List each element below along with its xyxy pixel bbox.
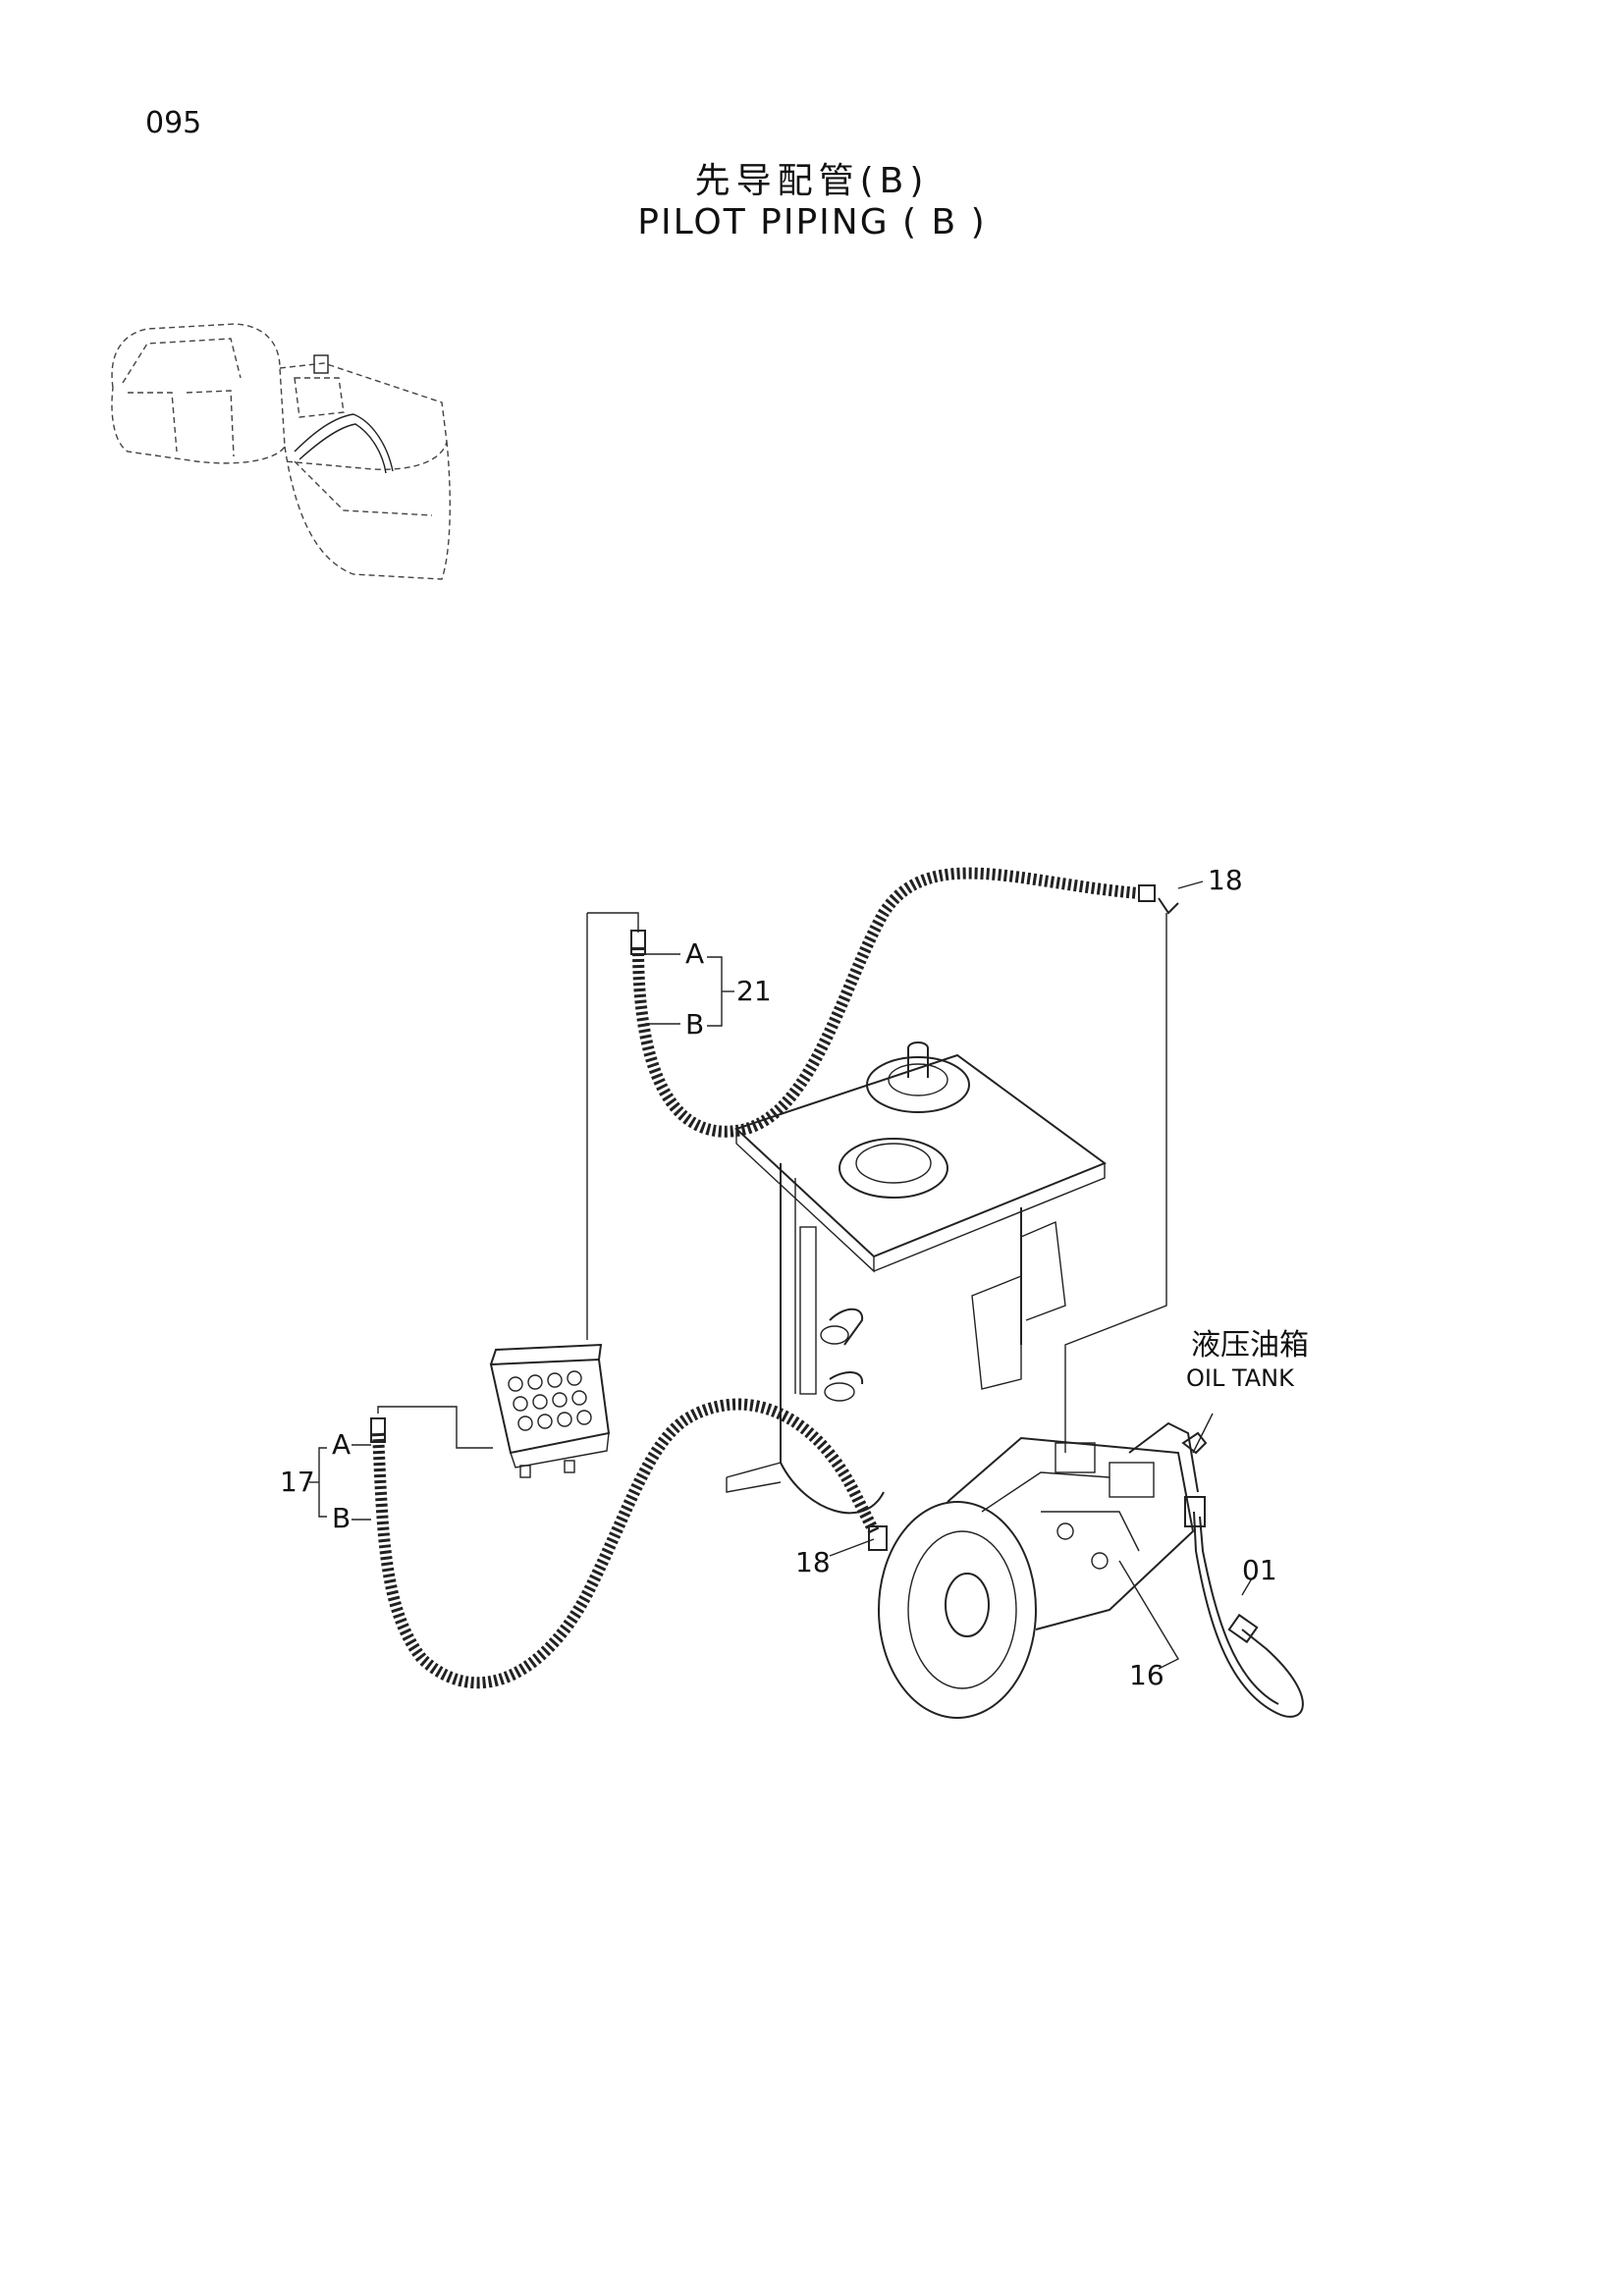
callout-21-b: B <box>685 1008 705 1041</box>
elbow-fitting-top <box>1158 897 1179 915</box>
hose-16 <box>1184 1496 1304 1718</box>
page-number: 095 <box>145 106 202 140</box>
oil-tank-label-chinese: 液压油箱 <box>1191 1328 1309 1362</box>
pilot-valve-block <box>489 1343 611 1478</box>
excavator-locator-icon <box>111 323 451 580</box>
page-title-english: PILOT PIPING ( B ) <box>637 202 987 242</box>
hose-21 <box>630 867 1156 1138</box>
page-title-chinese: 先导配管(B) <box>694 161 930 201</box>
hose-17 <box>370 1398 880 1689</box>
routing-lines <box>377 912 1167 1453</box>
callout-21-a: A <box>685 937 705 970</box>
callout-18-top: 18 <box>1208 864 1243 896</box>
callout-17-b: B <box>332 1502 352 1534</box>
callout-17: 17 <box>280 1466 315 1498</box>
elbow-fitting-tank <box>1181 1431 1208 1455</box>
callout-18-bottom: 18 <box>795 1546 831 1578</box>
main-pump <box>878 1421 1199 1719</box>
oil-tank-label-english: OIL TANK <box>1186 1364 1294 1392</box>
callout-leaders <box>309 881 1253 1670</box>
callout-01: 01 <box>1242 1554 1277 1586</box>
elbow-fitting-pump <box>868 1525 888 1551</box>
callout-17-a: A <box>332 1428 352 1461</box>
callout-21: 21 <box>736 975 772 1007</box>
callout-16: 16 <box>1129 1659 1164 1691</box>
oil-tank <box>726 1041 1108 1515</box>
